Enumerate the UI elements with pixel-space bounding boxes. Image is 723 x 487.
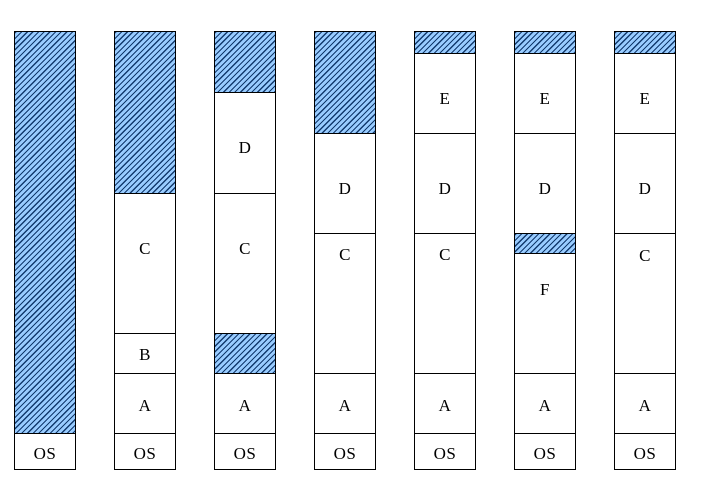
segment-label: D <box>238 138 252 157</box>
segment-label: C <box>639 246 651 265</box>
segment-label: OS <box>333 444 357 463</box>
process-segment-e: E <box>515 53 575 133</box>
segment-label: OS <box>533 444 557 463</box>
process-segment-d: D <box>615 133 675 233</box>
process-segment-a: A <box>515 373 575 433</box>
free-space-hatch <box>15 32 75 433</box>
segment-label: A <box>238 396 252 415</box>
process-segment-f: F <box>515 253 575 373</box>
segment-label: A <box>338 396 352 415</box>
segment-label: OS <box>233 444 257 463</box>
process-segment-a: A <box>415 373 475 433</box>
process-segment-c: C <box>115 193 175 333</box>
free-space-hatch <box>115 32 175 193</box>
free-space-hatch <box>515 233 575 253</box>
os-segment: OS <box>15 433 75 471</box>
process-segment-a: A <box>615 373 675 433</box>
segment-label: C <box>139 239 151 258</box>
process-segment-a: A <box>215 373 275 433</box>
process-segment-e: E <box>615 53 675 133</box>
segment-label: D <box>438 179 452 198</box>
os-segment: OS <box>315 433 375 471</box>
memory-column-6: E D F A OS <box>514 31 576 470</box>
process-segment-d: D <box>315 133 375 233</box>
process-segment-d: D <box>415 133 475 233</box>
process-segment-c: C <box>315 233 375 373</box>
os-segment: OS <box>415 433 475 471</box>
segment-label: OS <box>133 444 157 463</box>
segment-label: D <box>338 179 352 198</box>
segment-label: E <box>439 89 451 108</box>
free-space-hatch <box>415 32 475 53</box>
segment-label: OS <box>633 444 657 463</box>
process-segment-d: D <box>215 92 275 193</box>
os-segment: OS <box>115 433 175 471</box>
free-space-hatch <box>615 32 675 53</box>
os-segment: OS <box>515 433 575 471</box>
process-segment-a: A <box>315 373 375 433</box>
segment-label: D <box>538 179 552 198</box>
segment-label: A <box>638 396 652 415</box>
segment-label: C <box>439 245 451 264</box>
memory-column-3: D C A OS <box>214 31 276 470</box>
process-segment-c: C <box>615 233 675 373</box>
os-segment: OS <box>615 433 675 471</box>
memory-column-7: E D C A OS <box>614 31 676 470</box>
segment-label: C <box>239 239 251 258</box>
segment-label: OS <box>33 444 57 463</box>
process-segment-c: C <box>215 193 275 333</box>
process-segment-c: C <box>415 233 475 373</box>
segment-label: D <box>638 179 652 198</box>
process-segment-e: E <box>415 53 475 133</box>
memory-column-4: D C A OS <box>314 31 376 470</box>
memory-column-1: OS <box>14 31 76 470</box>
segment-label: E <box>639 89 651 108</box>
segment-label: A <box>538 396 552 415</box>
free-space-hatch <box>215 333 275 373</box>
process-segment-b: B <box>115 333 175 373</box>
segment-label: A <box>138 396 152 415</box>
process-segment-d: D <box>515 133 575 233</box>
process-segment-a: A <box>115 373 175 433</box>
segment-label: E <box>539 89 551 108</box>
segment-label: B <box>139 345 151 364</box>
memory-column-5: E D C A OS <box>414 31 476 470</box>
free-space-hatch <box>515 32 575 53</box>
segment-label: A <box>438 396 452 415</box>
memory-column-2: C B A OS <box>114 31 176 470</box>
os-segment: OS <box>215 433 275 471</box>
segment-label: OS <box>433 444 457 463</box>
free-space-hatch <box>315 32 375 133</box>
segment-label: F <box>540 280 550 299</box>
segment-label: C <box>339 245 351 264</box>
free-space-hatch <box>215 32 275 92</box>
